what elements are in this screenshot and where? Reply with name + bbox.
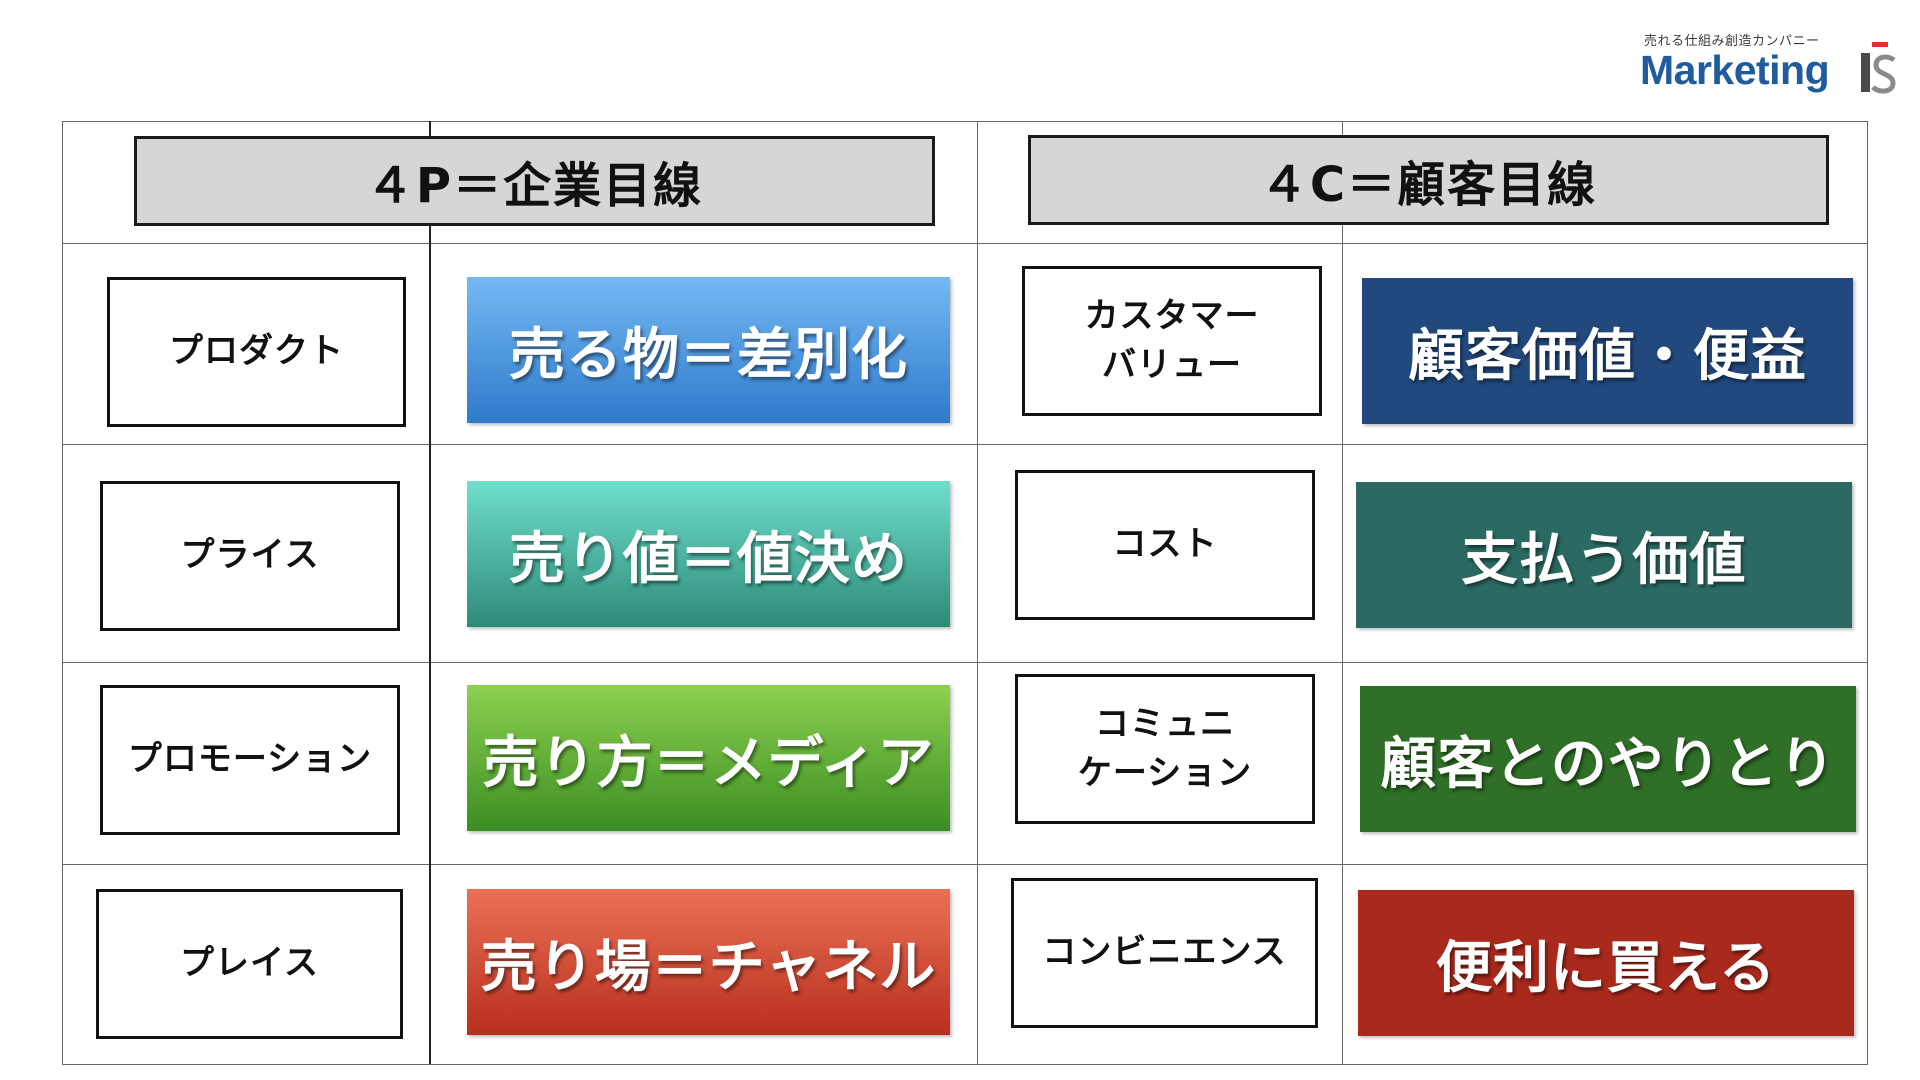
label-price: プライス: [100, 481, 400, 631]
value-cost: 支払う価値: [1356, 482, 1852, 628]
label-place: プレイス: [96, 889, 403, 1039]
company-logo: 売れる仕組み創造カンパニー Marketing: [1640, 30, 1896, 100]
logo-is-mark-icon: [1861, 42, 1896, 94]
label-convenience: コンビニエンス: [1011, 878, 1318, 1028]
logo-wordmark: Marketing: [1640, 47, 1830, 93]
logo-tagline: 売れる仕組み創造カンパニー: [1644, 34, 1820, 49]
value-customer-value: 顧客価値・便益: [1362, 278, 1853, 424]
value-product: 売る物＝差別化: [467, 277, 950, 423]
label-promotion: プロモーション: [100, 685, 400, 835]
label-cost: コスト: [1015, 470, 1315, 620]
value-price: 売り値＝値決め: [467, 481, 950, 627]
value-communication: 顧客とのやりとり: [1360, 686, 1856, 832]
value-convenience: 便利に買える: [1358, 890, 1854, 1036]
label-product: プロダクト: [107, 277, 406, 427]
label-customer-value: カスタマー バリュー: [1022, 266, 1322, 416]
label-communication: コミュニ ケーション: [1015, 674, 1315, 824]
value-place: 売り場＝チャネル: [467, 889, 950, 1035]
header-4c-customer-view: ４C＝顧客目線: [1028, 135, 1829, 225]
header-4p-company-view: ４P＝企業目線: [134, 136, 935, 226]
value-promotion: 売り方＝メディア: [467, 685, 950, 831]
